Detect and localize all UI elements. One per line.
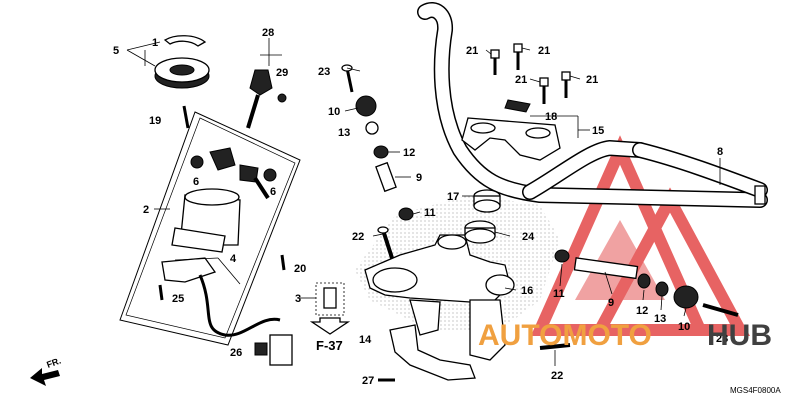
callout-labels: 1 2 3 4 5 6 6 8 9 9 10 10 11 11 12 12 13… <box>113 27 728 387</box>
callout-21: 21 <box>515 74 527 86</box>
callout-11: 11 <box>553 288 565 300</box>
callout-26: 26 <box>230 347 242 359</box>
callout-28: 28 <box>262 27 274 39</box>
callout-13: 13 <box>654 313 666 325</box>
stem-nut-part <box>464 189 501 244</box>
watermark-text-b: HUB <box>707 319 772 352</box>
upper-holder-part <box>461 99 561 161</box>
front-direction-arrow <box>30 368 60 386</box>
callout-12: 12 <box>403 147 415 159</box>
reference-label: F-37 <box>316 338 343 353</box>
callout-10: 10 <box>678 321 690 333</box>
leader-lines <box>126 38 721 366</box>
callout-9: 9 <box>416 172 422 184</box>
callout-21: 21 <box>586 74 598 86</box>
lock-cover-part <box>154 35 210 89</box>
callout-9: 9 <box>608 297 614 309</box>
callout-22: 22 <box>551 370 563 382</box>
bracket-part <box>378 324 571 382</box>
callout-11: 11 <box>424 207 436 219</box>
callout-6: 6 <box>193 176 199 188</box>
callout-19: 19 <box>149 115 161 127</box>
callout-29: 29 <box>276 67 288 79</box>
callout-23: 23 <box>716 333 728 345</box>
callout-10: 10 <box>328 106 340 118</box>
callout-21: 21 <box>466 45 478 57</box>
callout-15: 15 <box>592 125 604 137</box>
callout-14: 14 <box>359 334 372 346</box>
callout-6: 6 <box>270 186 276 198</box>
callout-13: 13 <box>338 127 350 139</box>
key-part <box>209 69 287 200</box>
handlebar-part <box>417 2 768 208</box>
callout-2: 2 <box>143 204 149 216</box>
callout-4: 4 <box>230 253 237 265</box>
callout-16: 16 <box>521 285 533 297</box>
callout-21: 21 <box>538 45 550 57</box>
ignition-switch-part <box>171 155 277 253</box>
watermark-text-a: AUTOMOTO <box>478 319 652 352</box>
callout-25: 25 <box>172 293 184 305</box>
connector-detail-part <box>309 282 351 335</box>
callout-1: 1 <box>152 37 158 49</box>
callout-8: 8 <box>717 146 723 158</box>
switch-harness-part <box>158 254 293 366</box>
callout-22: 22 <box>352 231 364 243</box>
callout-20: 20 <box>294 263 306 275</box>
top-bridge-part <box>364 234 515 361</box>
callout-24: 24 <box>522 231 535 243</box>
callout-17: 17 <box>447 191 459 203</box>
screw-part <box>182 105 190 129</box>
callout-18: 18 <box>545 111 557 123</box>
callout-23: 23 <box>318 66 330 78</box>
bar-end-left-parts <box>341 64 414 259</box>
callout-3: 3 <box>295 293 301 305</box>
holder-bolts <box>490 43 571 104</box>
front-direction-label: FR. <box>45 356 62 370</box>
diagram-code: MGS4F0800A <box>730 386 781 395</box>
callout-27: 27 <box>362 375 374 387</box>
callout-12: 12 <box>636 305 648 317</box>
callout-5: 5 <box>113 45 119 57</box>
